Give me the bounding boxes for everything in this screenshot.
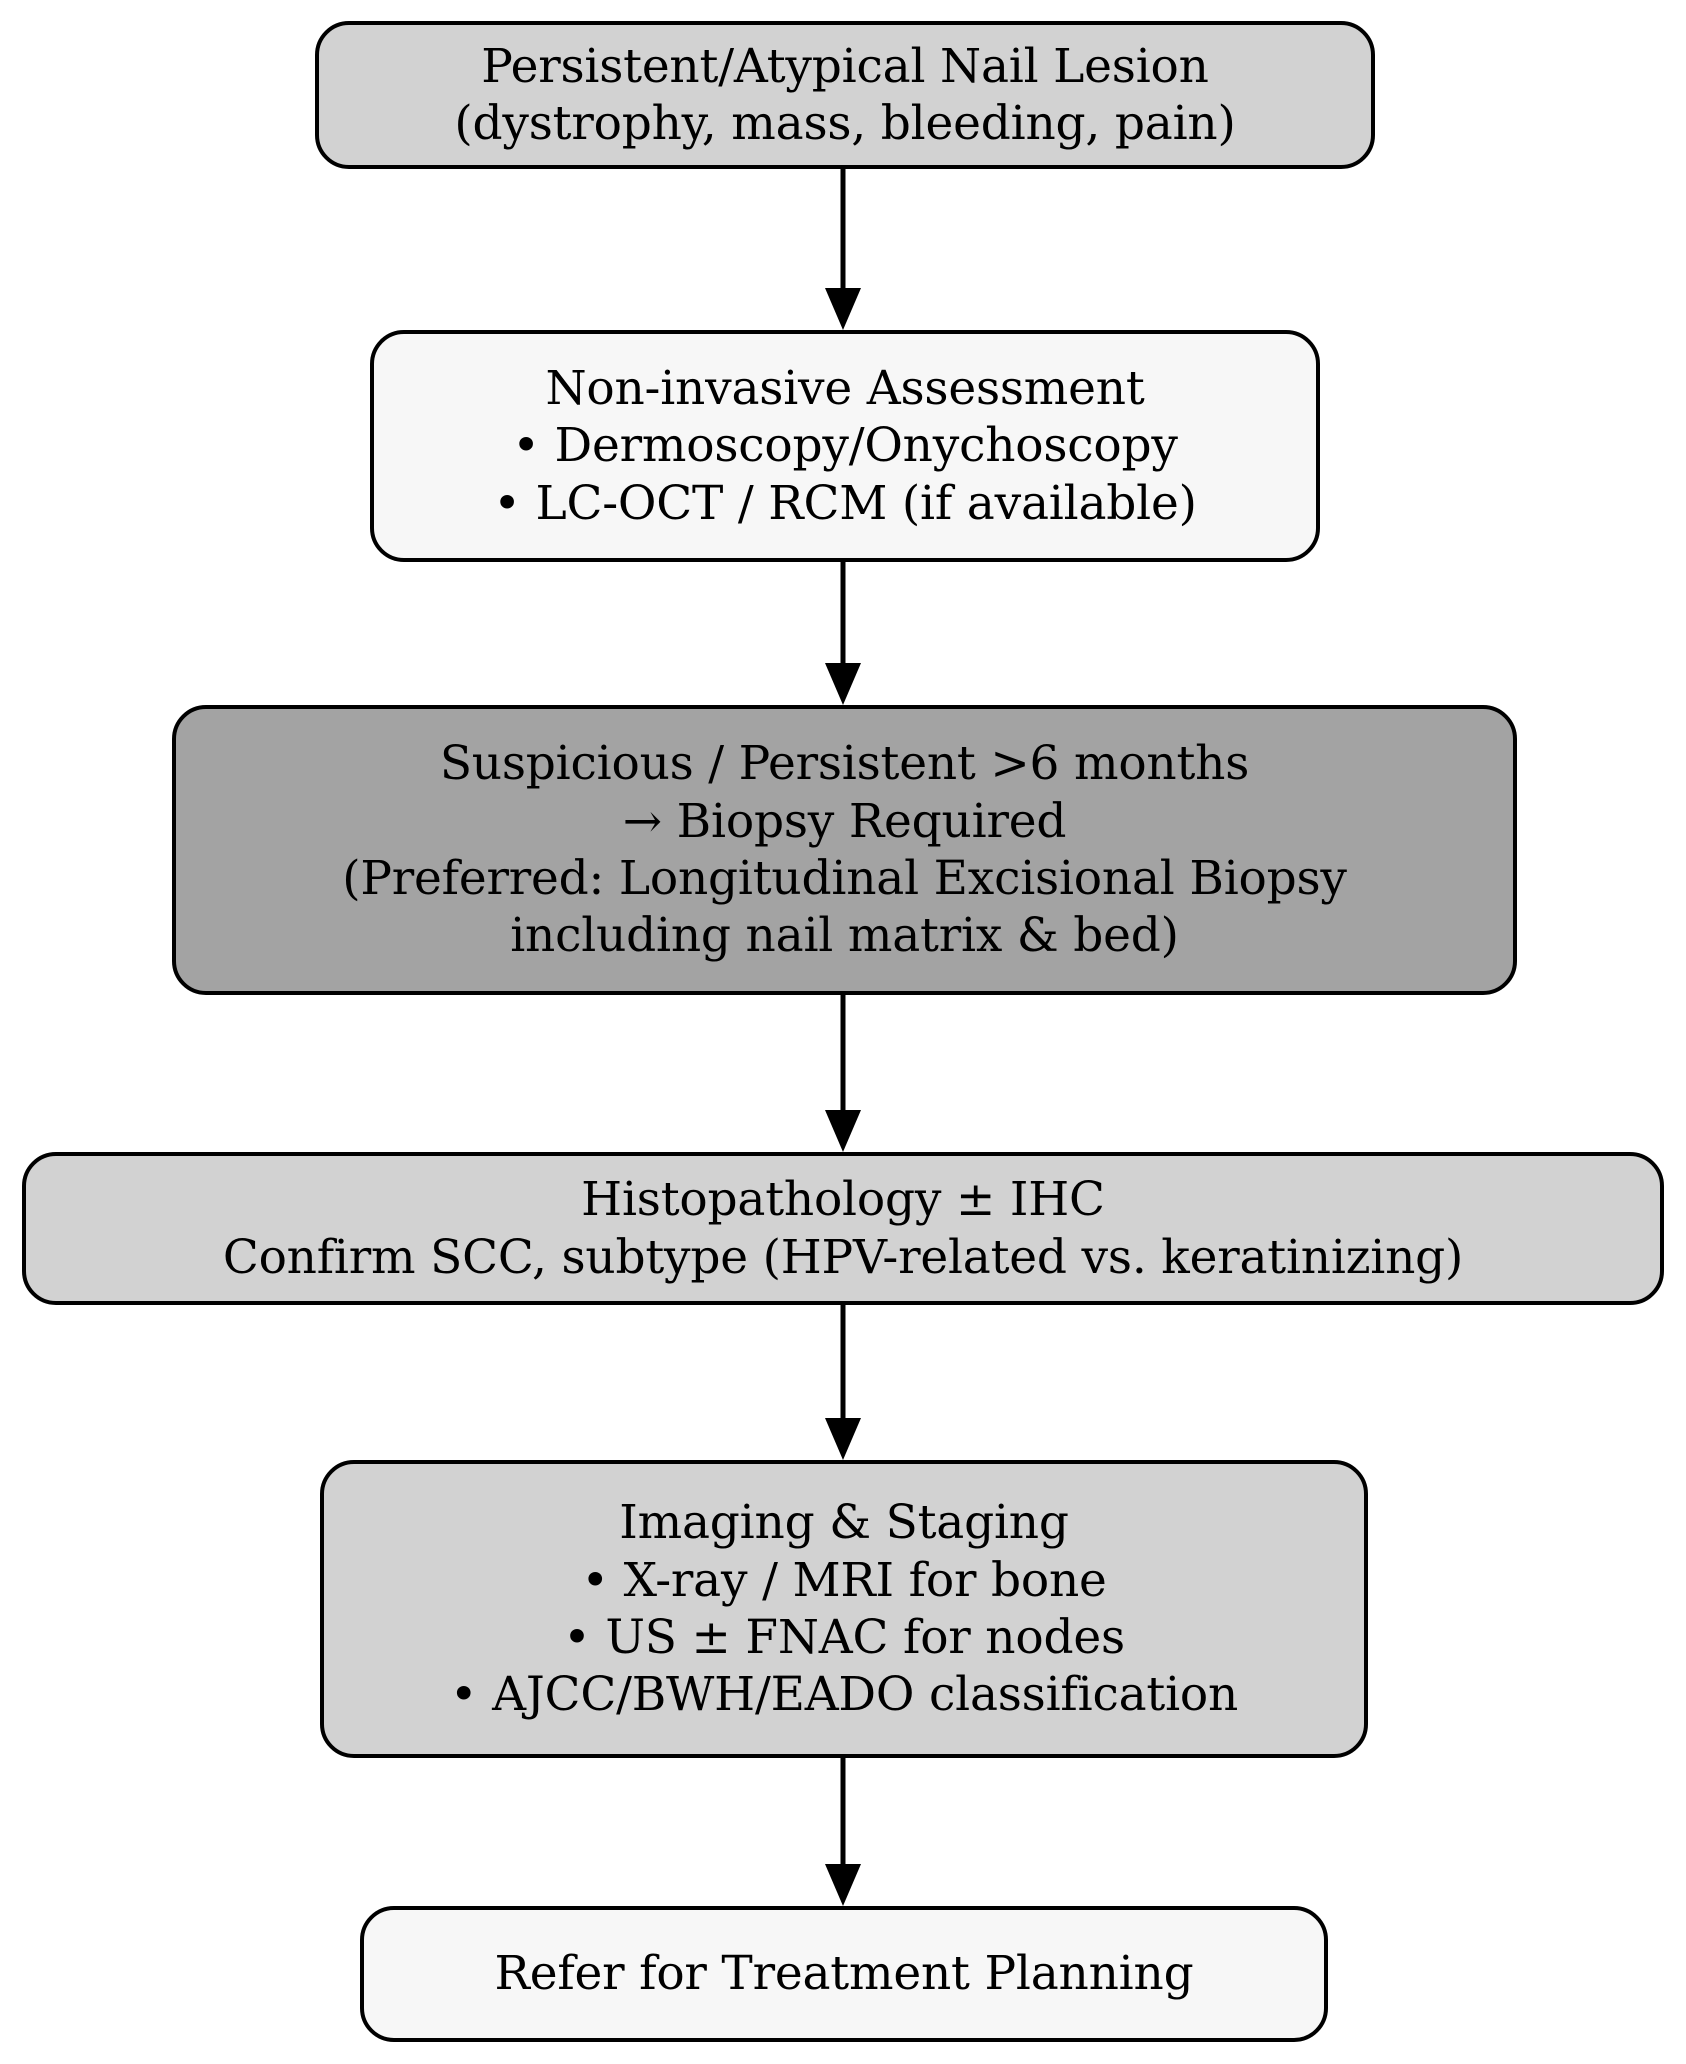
arrow-suspicious-to-histopathology <box>823 995 863 1152</box>
arrow-shaft <box>840 169 846 288</box>
arrow-imaging-to-refer <box>823 1758 863 1906</box>
node-suspicious-line-3: (Preferred: Longitudinal Excisional Biop… <box>342 851 1347 906</box>
arrow-head-icon <box>825 663 861 705</box>
node-suspicious-line-1: Suspicious / Persistent >6 months <box>439 736 1250 792</box>
arrow-lesion-to-noninvasive <box>823 169 863 330</box>
node-imaging-heading: Imaging & Staging <box>619 1495 1069 1551</box>
node-lesion-line-2: (dystrophy, mass, bleeding, pain) <box>454 96 1236 151</box>
arrow-head-icon <box>825 288 861 330</box>
node-suspicious-line-2: → Biopsy Required <box>622 793 1067 849</box>
node-imaging-bullet-3: • AJCC/BWH/EADO classification <box>449 1667 1239 1723</box>
node-suspicious-line-4: including nail matrix & bed) <box>510 908 1179 964</box>
node-refer-for-treatment-planning: Refer for Treatment Planning <box>360 1906 1328 2042</box>
node-histopathology-line-1: Histopathology ± IHC <box>581 1172 1105 1228</box>
node-histopathology-ihc: Histopathology ± IHC Confirm SCC, subtyp… <box>22 1152 1664 1305</box>
arrow-head-icon <box>825 1864 861 1906</box>
arrow-head-icon <box>825 1418 861 1460</box>
node-persistent-atypical-nail-lesion: Persistent/Atypical Nail Lesion (dystrop… <box>315 21 1375 169</box>
node-lesion-line-1: Persistent/Atypical Nail Lesion <box>481 38 1209 94</box>
arrow-shaft <box>840 995 846 1110</box>
node-suspicious-biopsy-required: Suspicious / Persistent >6 months → Biop… <box>172 705 1517 995</box>
node-refer-line-1: Refer for Treatment Planning <box>494 1946 1194 2002</box>
node-noninvasive-heading: Non-invasive Assessment <box>545 361 1145 416</box>
arrow-shaft <box>840 1305 846 1418</box>
node-non-invasive-assessment: Non-invasive Assessment • Dermoscopy/Ony… <box>370 330 1320 562</box>
node-histopathology-line-2: Confirm SCC, subtype (HPV-related vs. ke… <box>222 1229 1464 1285</box>
node-imaging-bullet-1: • X-ray / MRI for bone <box>581 1552 1107 1608</box>
arrow-histopathology-to-imaging <box>823 1305 863 1460</box>
arrow-shaft <box>840 562 846 663</box>
arrow-noninvasive-to-suspicious <box>823 562 863 705</box>
arrow-shaft <box>840 1758 846 1864</box>
node-imaging-and-staging: Imaging & Staging • X-ray / MRI for bone… <box>320 1460 1368 1758</box>
arrow-head-icon <box>825 1110 861 1152</box>
node-noninvasive-bullet-2: • LC-OCT / RCM (if available) <box>493 475 1197 531</box>
node-imaging-bullet-2: • US ± FNAC for nodes <box>563 1610 1125 1665</box>
node-noninvasive-bullet-1: • Dermoscopy/Onychoscopy <box>512 418 1178 474</box>
